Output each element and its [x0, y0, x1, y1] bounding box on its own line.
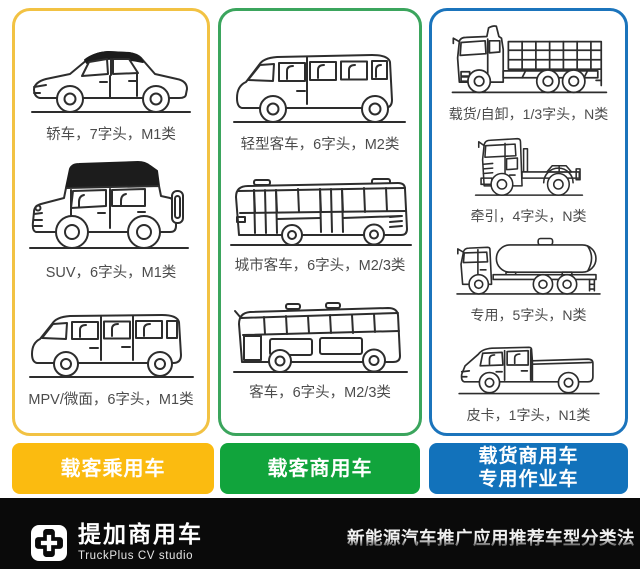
panel-passenger-cars: 轿车，7字头，M1类 SUV，6字头，M1类: [12, 8, 210, 436]
mpv-illustration: [28, 313, 194, 378]
vehicle-item-mpv: MPV/微面，6字头，M1类: [24, 293, 199, 409]
vehicle-item-light-bus: 轻型客车，6字头，M2类: [229, 34, 411, 154]
tractor-truck-illustration: [474, 137, 583, 196]
panel-cargo-special: 载货/自卸，1/3字头，N类 牵引，4字头，N类: [429, 8, 628, 436]
vehicle-item-tank-truck: 专用，5字头，N类: [453, 228, 604, 325]
vehicle-caption: 牵引，4字头，N类: [470, 207, 587, 224]
vehicle-caption: 城市客车，6字头，M2/3类: [234, 258, 406, 274]
category-label-line2: 专用作业车: [478, 468, 579, 490]
brand-name: 提加商用车: [78, 521, 203, 547]
vehicle-caption: 专用，5字头，N类: [470, 307, 587, 324]
cargo-dump-truck-illustration: [451, 25, 607, 94]
vehicle-caption: 轻型客车，6字头，M2类: [240, 137, 400, 153]
vehicle-caption: 皮卡，1字头，N1类: [466, 406, 591, 423]
vehicle-caption: MPV/微面，6字头，M1类: [28, 391, 194, 408]
category-label: 载货商用车: [478, 446, 579, 468]
category-button-passenger-cars: 载客乘用车: [12, 443, 214, 494]
category-label: 载客商用车: [267, 457, 373, 480]
category-button-cargo-special: 载货商用车 专用作业车: [429, 443, 628, 494]
brand-block: 提加商用车 TruckPlus CV studio: [78, 521, 203, 563]
brand-subtitle: TruckPlus CV studio: [78, 550, 194, 562]
vehicle-item-city-bus: 城市客车，6字头，M2/3类: [224, 171, 416, 275]
vehicle-caption: 客车，6字头，M2/3类: [249, 385, 391, 401]
category-button-passenger-commercial: 载客商用车: [220, 443, 420, 494]
vehicle-item-cargo-truck: 载货/自卸，1/3字头，N类: [448, 15, 610, 124]
vehicle-caption: SUV，6字头，M1类: [45, 265, 177, 281]
vehicle-item-suv: SUV，6字头，M1类: [26, 154, 196, 282]
coach-bus-illustration: [232, 302, 408, 373]
footer-bar: 提加商用车 TruckPlus CV studio 新能源汽车推广应用推荐车型分…: [0, 498, 640, 569]
panel-passenger-commercial: 轻型客车，6字头，M2类 城市客车，6字头，M2/3类: [218, 8, 422, 436]
vehicle-item-coach-bus: 客车，6字头，M2/3类: [228, 292, 413, 402]
pickup-truck-illustration: [457, 346, 600, 394]
light-bus-illustration: [233, 54, 406, 123]
category-label: 载客乘用车: [60, 457, 166, 480]
sedan-illustration: [31, 50, 191, 113]
vehicle-item-tractor: 牵引，4字头，N类: [471, 127, 587, 226]
vehicle-caption: 轿车，7字头，M1类: [46, 126, 176, 143]
vehicle-caption: 载货/自卸，1/3字头，N类: [448, 106, 609, 123]
truckplus-logo-icon: [31, 525, 67, 561]
suv-illustration: [29, 161, 189, 249]
vehicle-item-sedan: 轿车，7字头，M1类: [26, 28, 196, 144]
vehicle-item-pickup: 皮卡，1字头，N1类: [454, 328, 604, 425]
city-bus-illustration: [230, 178, 412, 246]
caption-fade-overlay: [343, 538, 639, 553]
special-tank-truck-illustration: [456, 237, 601, 295]
footer-caption: 新能源汽车推广应用推荐车型分类法: [343, 525, 639, 553]
